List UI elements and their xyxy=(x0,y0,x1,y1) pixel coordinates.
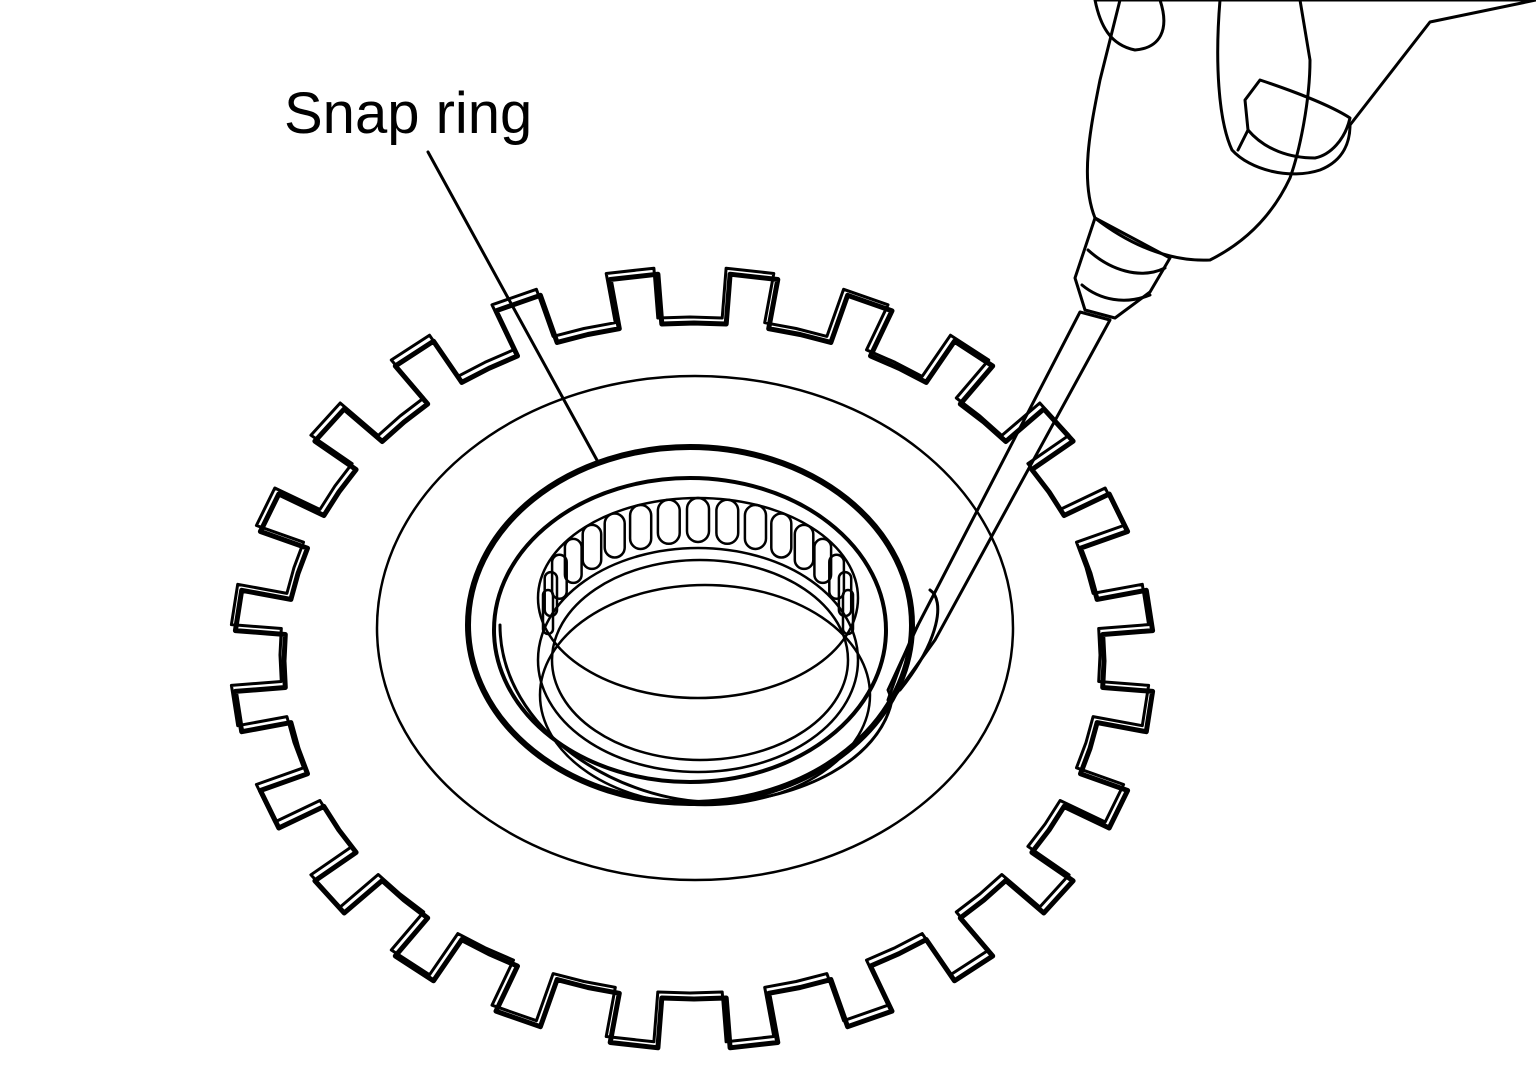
inner-bore-bottom xyxy=(538,583,872,807)
snap-ring-callout-label: Snap ring xyxy=(284,81,533,146)
needle-roller xyxy=(813,537,833,585)
screwdriver-ferrule xyxy=(1073,216,1172,320)
needle-roller xyxy=(841,588,855,636)
bearing-cage-bottom xyxy=(536,546,860,774)
screwdriver-handle xyxy=(1085,0,1312,262)
needle-roller xyxy=(541,588,555,636)
thumb-edge xyxy=(1236,128,1250,152)
hand-palm xyxy=(1216,0,1536,176)
needle-roller xyxy=(685,496,711,544)
screwdriver xyxy=(886,0,1312,702)
screwdriver-tip xyxy=(886,588,940,702)
needle-roller xyxy=(715,498,740,546)
callout-leader-line xyxy=(426,150,600,464)
needle-roller xyxy=(828,553,846,601)
needle-roller xyxy=(656,498,681,546)
screwdriver-ferrule-ring xyxy=(1080,248,1167,302)
snap-ring-outer xyxy=(465,444,915,806)
snap-ring-inner xyxy=(492,476,888,784)
hand-outline xyxy=(1093,0,1166,52)
thumb-nail xyxy=(1243,78,1352,160)
needle-roller xyxy=(793,523,815,571)
needle-roller xyxy=(770,512,793,559)
screwdriver-shaft xyxy=(886,310,1112,702)
hand xyxy=(1093,0,1536,176)
gear xyxy=(229,266,1156,1051)
needle-roller xyxy=(581,523,603,571)
inner-bore-top xyxy=(550,558,850,762)
gear-teeth-shadow xyxy=(232,271,1156,1051)
gear-teeth-outline xyxy=(229,266,1151,1044)
needle-roller xyxy=(550,553,568,601)
needle-roller xyxy=(743,503,768,551)
needle-rollers xyxy=(541,496,855,636)
bearing-assembly xyxy=(465,444,915,807)
snap-ring-groove xyxy=(498,623,894,804)
gear-hub-face xyxy=(375,374,1015,882)
needle-roller xyxy=(837,570,853,618)
needle-roller xyxy=(603,512,626,559)
needle-roller xyxy=(628,503,653,551)
